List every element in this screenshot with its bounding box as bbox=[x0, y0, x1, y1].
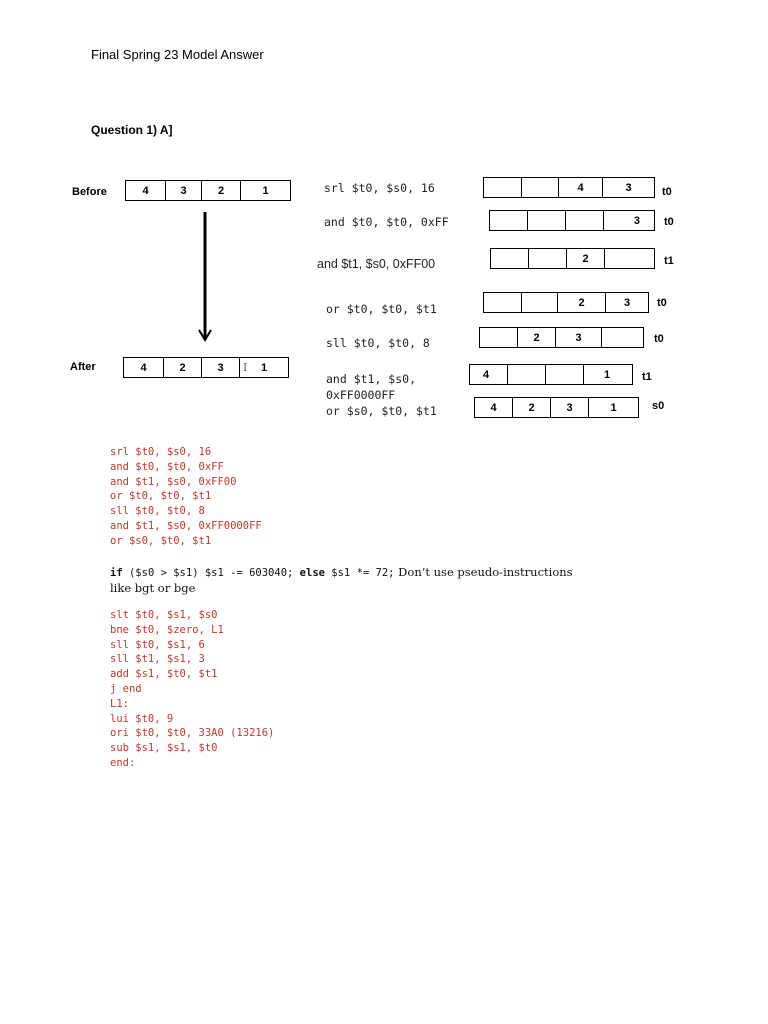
step-cell bbox=[529, 249, 567, 268]
step-cell: 4 bbox=[475, 398, 513, 417]
step-instruction-continued: 0xFF0000FF bbox=[326, 388, 396, 402]
step-instruction: or $t0, $t0, $t1 bbox=[326, 302, 437, 316]
keyword-if: if bbox=[110, 567, 123, 579]
problem-statement: if ($s0 > $s1) $s1 -= 603040; else $s1 *… bbox=[110, 565, 573, 579]
before-label: Before bbox=[72, 186, 107, 198]
after-label: After bbox=[70, 361, 96, 373]
step-register: 4 2 3 1 bbox=[474, 397, 639, 418]
down-arrow-icon bbox=[198, 212, 212, 342]
step-register-name: t0 bbox=[657, 297, 667, 309]
after-cell: 4 bbox=[124, 358, 164, 377]
document-title: Final Spring 23 Model Answer bbox=[91, 47, 264, 62]
step-register-name: t0 bbox=[654, 333, 664, 345]
step-cell bbox=[522, 293, 558, 312]
after-register: 4 2 3 I 1 bbox=[123, 357, 289, 378]
step-cell: 1 bbox=[604, 368, 611, 381]
code-listing-b: slt $t0, $s1, $s0 bne $t0, $zero, L1 sll… bbox=[110, 609, 275, 769]
step-register: 2 3 bbox=[479, 327, 644, 348]
step-cell: 3 bbox=[633, 214, 640, 227]
step-cell: 3 bbox=[551, 398, 589, 417]
step-register-name: t1 bbox=[642, 371, 652, 383]
before-cell: 2 bbox=[202, 181, 241, 200]
step-register-name: s0 bbox=[652, 400, 665, 412]
step-cell: 2 bbox=[513, 398, 551, 417]
step-cell bbox=[605, 249, 654, 268]
step-register-name: t1 bbox=[664, 255, 674, 267]
step-cell bbox=[490, 211, 528, 230]
step-cell: 2 bbox=[518, 328, 556, 347]
step-cell bbox=[480, 328, 518, 347]
code-listing-a: srl $t0, $s0, 16 and $t0, $t0, 0xFF and … bbox=[110, 446, 262, 547]
step-cell bbox=[602, 328, 643, 347]
step-register: 2 3 bbox=[483, 292, 649, 313]
step-register: 4 3 bbox=[483, 177, 655, 198]
keyword-else: else bbox=[299, 567, 325, 579]
step-cell: 2 bbox=[567, 249, 605, 268]
step-instruction: sll $t0, $t0, 8 bbox=[326, 336, 430, 350]
after-cell: I 1 bbox=[240, 358, 288, 377]
step-register-name: t0 bbox=[662, 186, 672, 198]
step-cell: 1 bbox=[610, 401, 617, 414]
after-cell-value: 1 bbox=[260, 361, 268, 374]
condition-text: ($s0 > $s1) $s1 -= 603040; bbox=[122, 567, 300, 579]
step-cell: 4 bbox=[559, 178, 603, 197]
before-cell: 3 bbox=[166, 181, 202, 200]
before-cell: 4 bbox=[126, 181, 166, 200]
else-statement: $s1 *= 72; bbox=[324, 567, 395, 579]
before-cell: 1 bbox=[262, 184, 269, 197]
step-cell: 3 bbox=[556, 328, 602, 347]
after-cell: 3 bbox=[202, 358, 240, 377]
step-cell bbox=[484, 178, 522, 197]
step-register-name: t0 bbox=[664, 216, 674, 228]
text-cursor-icon: I bbox=[243, 361, 248, 374]
step-cell: 2 bbox=[558, 293, 606, 312]
step-cell: 4 bbox=[470, 365, 508, 384]
step-cell bbox=[546, 365, 584, 384]
step-cell bbox=[522, 178, 559, 197]
step-instruction: srl $t0, $s0, 16 bbox=[324, 181, 435, 195]
note-text-continued: like bgt or bge bbox=[110, 581, 196, 595]
step-instruction: and $t1, $s0, bbox=[326, 372, 417, 386]
step-cell: 3 bbox=[623, 296, 631, 309]
step-cell bbox=[508, 365, 546, 384]
step-cell bbox=[484, 293, 522, 312]
step-cell bbox=[491, 249, 529, 268]
note-text: Don’t use pseudo-instructions bbox=[394, 565, 573, 579]
step-register: 4 1 bbox=[469, 364, 633, 385]
step-instruction: and $t1, $s0, 0xFF00 bbox=[317, 257, 436, 271]
step-cell: 3 bbox=[625, 181, 632, 194]
question-heading: Question 1) A] bbox=[91, 123, 173, 137]
after-cell: 2 bbox=[164, 358, 202, 377]
step-instruction: and $t0, $t0, 0xFF bbox=[324, 215, 449, 229]
step-cell bbox=[528, 211, 566, 230]
before-register: 4 3 2 1 bbox=[125, 180, 291, 201]
step-register: 2 bbox=[490, 248, 655, 269]
step-register: 3 bbox=[489, 210, 655, 231]
step-cell bbox=[566, 211, 604, 230]
step-instruction: or $s0, $t0, $t1 bbox=[326, 404, 437, 418]
